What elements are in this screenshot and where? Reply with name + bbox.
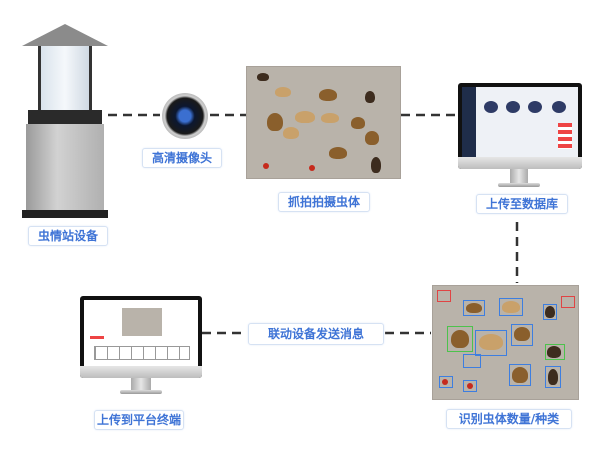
label-device: 虫情站设备: [28, 226, 108, 246]
device-roof: [22, 24, 108, 46]
database-monitor: [458, 83, 582, 169]
insect-station-device: [22, 24, 108, 220]
captured-insects-photo: [246, 66, 401, 179]
label-database: 上传至数据库: [476, 194, 568, 214]
label-camera: 高清摄像头: [142, 148, 222, 168]
label-capture: 抓拍拍摄虫体: [278, 192, 370, 212]
camera-icon: [162, 93, 208, 139]
label-identify: 识别虫体数量/种类: [446, 409, 572, 429]
label-linkage: 联动设备发送消息: [248, 323, 384, 345]
label-terminal: 上传到平台终端: [94, 410, 184, 430]
terminal-monitor: [80, 296, 202, 378]
identified-insects-photo: [432, 285, 579, 400]
